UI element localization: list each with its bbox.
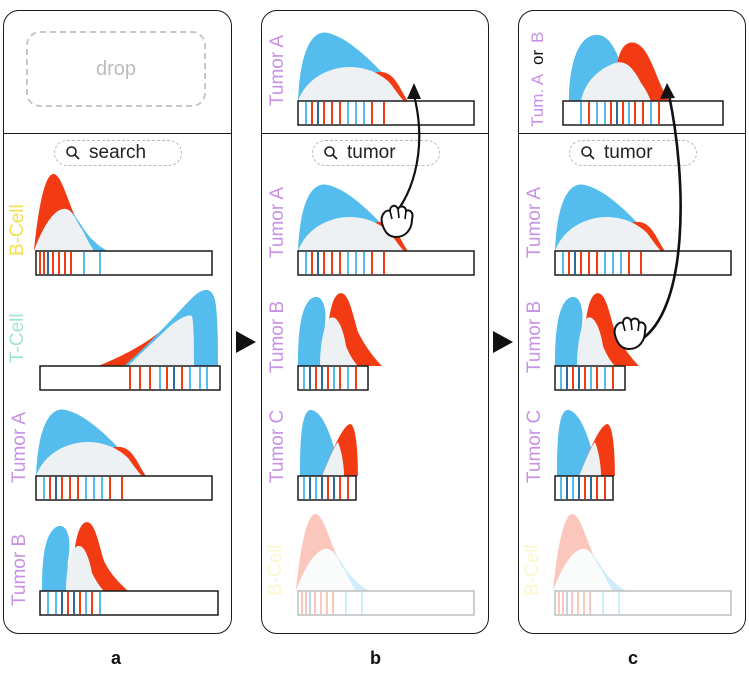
distribution-glyph: [297, 293, 382, 391]
caption-b: b: [370, 648, 381, 668]
distribution-glyph: [297, 409, 358, 501]
distribution-glyph: [554, 409, 615, 501]
list-item[interactable]: Tumor B: [4, 511, 231, 621]
panel-divider: [262, 133, 488, 134]
caption-a: a: [111, 648, 122, 668]
drop-zone[interactable]: drop: [26, 31, 206, 107]
distribution-glyph: [34, 174, 213, 276]
panel-b: Tumor A: [261, 10, 489, 634]
top-label-part3: B: [528, 32, 547, 43]
distribution-glyph: [554, 293, 639, 391]
distribution-glyph: [554, 184, 732, 276]
list-item[interactable]: Tumor A: [4, 396, 231, 506]
distribution-glyph: [35, 409, 213, 501]
search-input[interactable]: tumor: [312, 140, 440, 166]
panel-c: Tum. A or B: [518, 10, 746, 634]
hand-cursor-icon: [613, 316, 647, 351]
list-item-faded[interactable]: B-Cell: [262, 511, 488, 621]
top-label-part2: or: [528, 50, 547, 65]
hand-cursor-icon: [380, 204, 414, 239]
distribution-glyph: [296, 514, 475, 616]
search-text: tumor: [347, 142, 396, 163]
dropped-item[interactable]: Tumor A: [262, 11, 488, 133]
search-icon: [324, 146, 338, 160]
search-text: tumor: [604, 142, 653, 163]
dropped-item[interactable]: Tum. A or B: [519, 11, 745, 133]
panel-a: drop search B-Cell: [3, 10, 232, 634]
distribution-glyph: [39, 290, 221, 391]
list-item[interactable]: Tumor A: [519, 171, 745, 281]
list-item[interactable]: Tumor B: [519, 286, 745, 396]
panel-divider: [519, 133, 745, 134]
triangle-arrow-icon: [493, 331, 513, 353]
search-input[interactable]: search: [54, 140, 182, 166]
distribution-glyph: [562, 34, 724, 126]
search-icon: [66, 146, 80, 160]
panel-divider: [4, 133, 231, 134]
search-text: search: [89, 142, 147, 163]
list-item[interactable]: Tumor C: [519, 396, 745, 506]
search-icon: [581, 146, 595, 160]
search-input[interactable]: tumor: [569, 140, 697, 166]
triangle-arrow-icon: [236, 331, 256, 353]
list-item-faded[interactable]: B-Cell: [519, 511, 745, 621]
caption-c: c: [628, 648, 639, 668]
list-item[interactable]: Tumor B: [262, 286, 488, 396]
list-item[interactable]: T-Cell: [4, 286, 231, 396]
top-label: Tum. A or B: [528, 32, 547, 127]
top-label-part1: Tum. A: [528, 73, 547, 127]
distribution-glyph: [297, 32, 475, 126]
list-item[interactable]: B-Cell: [4, 171, 231, 281]
list-item[interactable]: Tumor C: [262, 396, 488, 506]
drop-label: drop: [95, 57, 137, 80]
distribution-glyph: [39, 522, 219, 616]
distribution-glyph: [553, 514, 732, 616]
